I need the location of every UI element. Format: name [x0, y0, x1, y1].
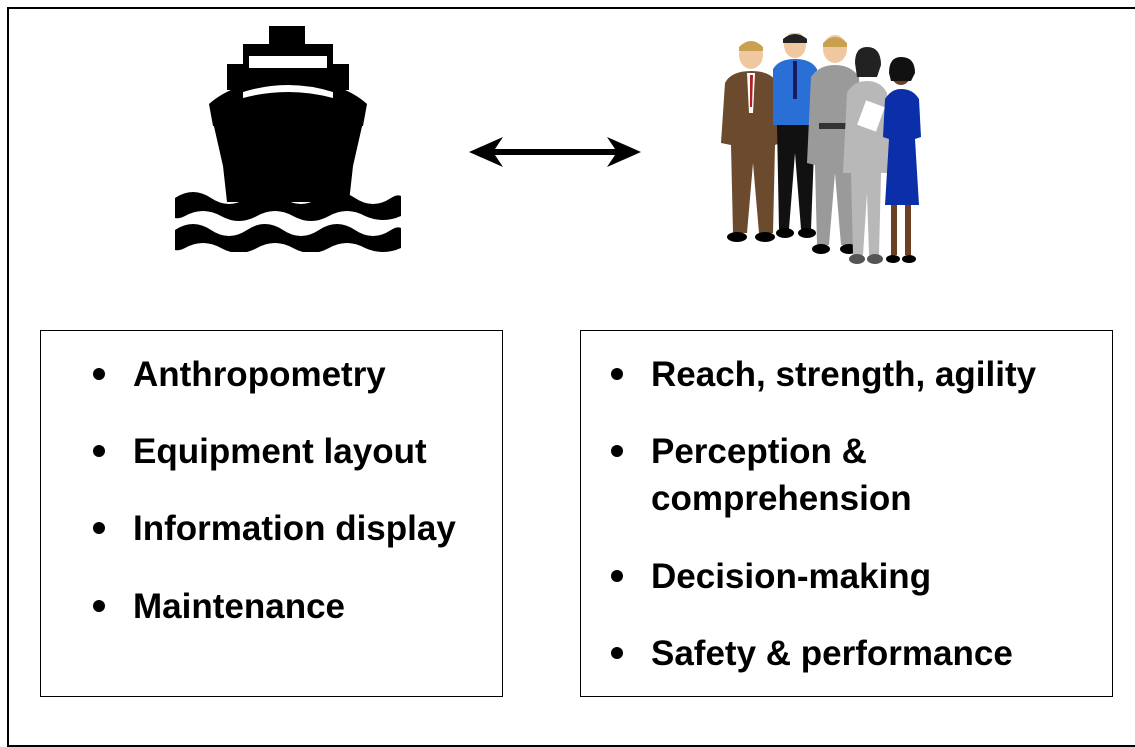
item-label: Equipment layout — [133, 432, 427, 471]
bullet — [611, 368, 623, 380]
item-label: Information display — [133, 509, 456, 548]
item-label: Decision-making — [651, 557, 932, 596]
people-group-icon — [721, 33, 921, 264]
person-blue-shirt — [773, 33, 819, 238]
item-label-continued: comprehension — [651, 479, 912, 518]
item-label: Maintenance — [133, 587, 345, 626]
human-factors-box: Reach, strength, agility Perception & co… — [580, 330, 1113, 697]
item-label: Anthropometry — [133, 355, 386, 394]
item-label: Reach, strength, agility — [651, 355, 1037, 394]
bullet — [93, 600, 105, 612]
bullet — [611, 570, 623, 582]
bullet — [611, 647, 623, 659]
item-label: Safety & performance — [651, 634, 1013, 673]
bullet — [93, 522, 105, 534]
ship-icon — [175, 26, 401, 252]
bullet — [93, 445, 105, 457]
ship-factors-box: Anthropometry Equipment layout Informati… — [40, 330, 503, 697]
item-label: Perception & — [651, 432, 867, 471]
person-light-gray — [843, 47, 891, 264]
person-blue-dress — [883, 57, 921, 263]
bullet — [611, 445, 623, 457]
double-arrow-icon — [469, 137, 641, 167]
bullet — [93, 368, 105, 380]
person-brown-suit — [721, 41, 781, 242]
